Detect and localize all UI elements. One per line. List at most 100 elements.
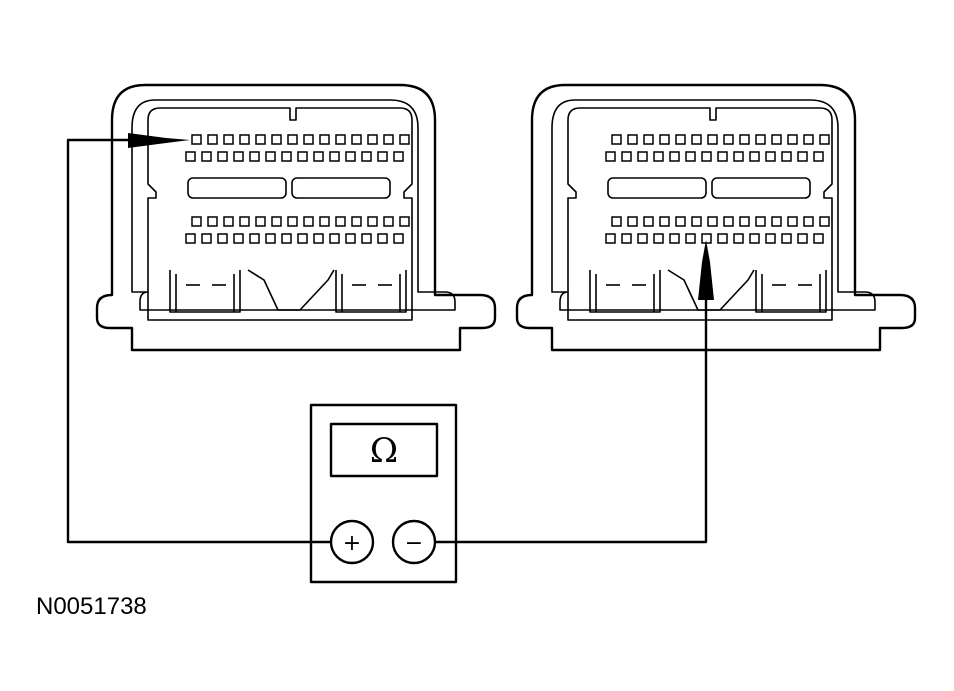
connector-right bbox=[515, 83, 917, 352]
connector-pin bbox=[351, 134, 362, 145]
negative-probe-tip bbox=[698, 240, 714, 300]
connector-pin bbox=[653, 151, 664, 162]
connector-pin bbox=[345, 151, 356, 162]
positive-test-lead bbox=[66, 138, 332, 544]
connector-pin bbox=[329, 233, 340, 244]
connector-pin bbox=[627, 134, 638, 145]
connector-pin bbox=[723, 216, 734, 227]
connector-pin bbox=[765, 233, 776, 244]
ohm-symbol: Ω bbox=[370, 431, 398, 471]
connector-pin bbox=[335, 134, 346, 145]
connector-pin bbox=[191, 216, 202, 227]
connector-pin bbox=[781, 151, 792, 162]
connector-pin bbox=[367, 134, 378, 145]
connector-pin bbox=[361, 233, 372, 244]
connector-pin bbox=[717, 151, 728, 162]
connector-pin bbox=[233, 233, 244, 244]
connector-pin bbox=[739, 216, 750, 227]
connector-pin bbox=[191, 134, 202, 145]
connector-pin bbox=[675, 216, 686, 227]
connector-pin bbox=[393, 151, 404, 162]
connector-pin bbox=[281, 233, 292, 244]
connector-left-pins bbox=[185, 134, 410, 244]
connector-left bbox=[95, 83, 497, 352]
connector-pin bbox=[249, 151, 260, 162]
connector-pin bbox=[329, 151, 340, 162]
connector-pin bbox=[207, 216, 218, 227]
connector-pin bbox=[787, 134, 798, 145]
connector-pin bbox=[313, 233, 324, 244]
connector-pin bbox=[755, 134, 766, 145]
connector-pin bbox=[271, 216, 282, 227]
connector-pin bbox=[351, 216, 362, 227]
connector-pin bbox=[281, 151, 292, 162]
connector-pin bbox=[659, 134, 670, 145]
connector-pin bbox=[771, 134, 782, 145]
positive-terminal bbox=[329, 519, 375, 565]
connector-pin bbox=[313, 151, 324, 162]
connector-pin bbox=[297, 151, 308, 162]
connector-pin bbox=[383, 216, 394, 227]
connector-pin bbox=[207, 134, 218, 145]
connector-pin bbox=[707, 216, 718, 227]
connector-pin bbox=[803, 134, 814, 145]
connector-pin bbox=[239, 134, 250, 145]
connector-pin bbox=[643, 216, 654, 227]
connector-pin bbox=[691, 134, 702, 145]
connector-pin bbox=[249, 233, 260, 244]
connector-pin bbox=[643, 134, 654, 145]
connector-pin bbox=[653, 233, 664, 244]
connector-pin bbox=[377, 151, 388, 162]
connector-pin bbox=[691, 216, 702, 227]
connector-pin bbox=[201, 151, 212, 162]
connector-pin bbox=[335, 216, 346, 227]
connector-pin bbox=[223, 134, 234, 145]
connector-pin bbox=[797, 151, 808, 162]
connector-pin bbox=[669, 233, 680, 244]
connector-pin bbox=[627, 216, 638, 227]
multimeter: Ω + − bbox=[309, 403, 458, 584]
connector-pin bbox=[803, 216, 814, 227]
connector-pin bbox=[393, 233, 404, 244]
connector-pin bbox=[185, 233, 196, 244]
connector-pin bbox=[611, 134, 622, 145]
connector-pin bbox=[701, 233, 712, 244]
connector-pin bbox=[685, 233, 696, 244]
connector-pin bbox=[271, 134, 282, 145]
connector-pin bbox=[287, 216, 298, 227]
connector-pin bbox=[701, 151, 712, 162]
connector-pin bbox=[771, 216, 782, 227]
meter-display bbox=[329, 422, 439, 478]
connector-pin bbox=[819, 134, 830, 145]
positive-probe-tip bbox=[128, 133, 190, 148]
connector-pin bbox=[223, 216, 234, 227]
connector-pin bbox=[819, 216, 830, 227]
connector-pin bbox=[303, 134, 314, 145]
connector-pin bbox=[239, 216, 250, 227]
connector-pin bbox=[733, 151, 744, 162]
connector-pin bbox=[287, 134, 298, 145]
connector-pin bbox=[255, 216, 266, 227]
connector-pin bbox=[621, 233, 632, 244]
negative-test-lead bbox=[434, 298, 708, 544]
connector-pin bbox=[361, 151, 372, 162]
connector-right-pins bbox=[605, 134, 830, 244]
connector-pin bbox=[383, 134, 394, 145]
connector-pin bbox=[233, 151, 244, 162]
connector-pin bbox=[637, 233, 648, 244]
connector-pin bbox=[605, 233, 616, 244]
connector-pin bbox=[675, 134, 686, 145]
connector-pin bbox=[255, 134, 266, 145]
connector-pin bbox=[217, 151, 228, 162]
connector-pin bbox=[217, 233, 228, 244]
connector-pin bbox=[723, 134, 734, 145]
connector-pin bbox=[781, 233, 792, 244]
connector-pin bbox=[265, 233, 276, 244]
connector-pin bbox=[621, 151, 632, 162]
connector-pin bbox=[605, 151, 616, 162]
connector-pin bbox=[749, 151, 760, 162]
connector-pin bbox=[755, 216, 766, 227]
connector-pin bbox=[185, 151, 196, 162]
connector-pin bbox=[345, 233, 356, 244]
connector-pin bbox=[265, 151, 276, 162]
